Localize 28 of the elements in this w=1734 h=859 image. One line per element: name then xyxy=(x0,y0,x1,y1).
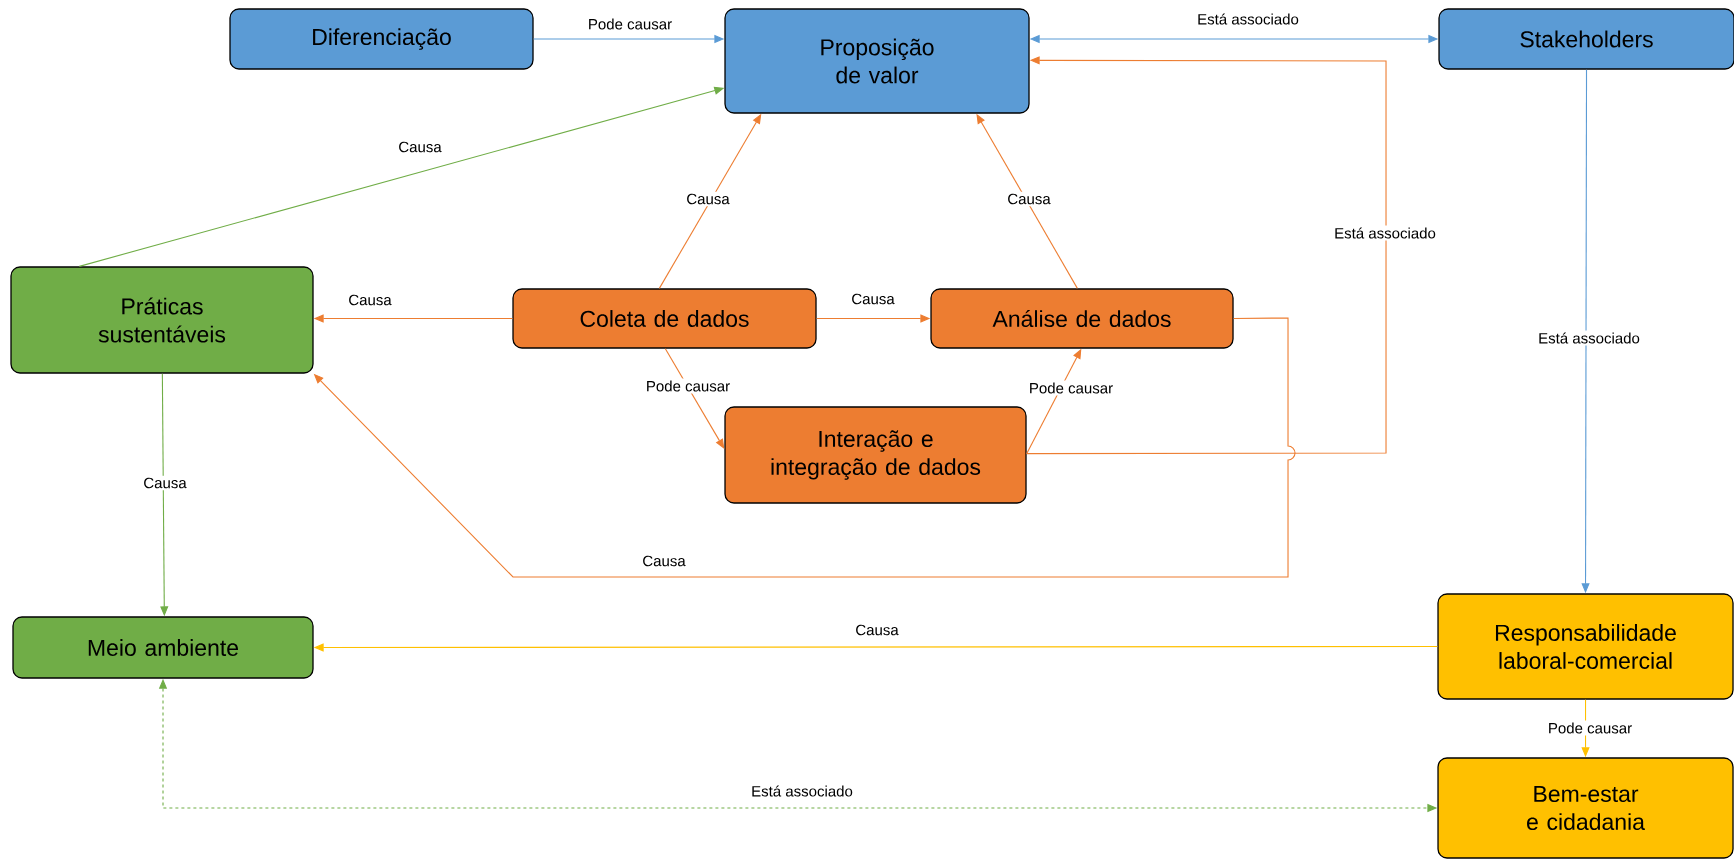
process-box: Stakeholders xyxy=(1438,8,1734,70)
process-box: Práticas sustentáveis xyxy=(10,266,314,374)
edge-label: Está associado xyxy=(749,783,855,799)
edge-label: Causa xyxy=(1005,191,1053,207)
edge-label: Está associado xyxy=(1536,330,1642,346)
edge-label: Causa xyxy=(141,475,189,491)
edge-label: Pode causar xyxy=(1026,380,1116,396)
process-box: Meio ambiente xyxy=(12,616,314,679)
edge-label: Está associado xyxy=(1195,11,1301,27)
edge-label: Causa xyxy=(346,292,394,308)
process-box: Análise de dados xyxy=(930,288,1234,349)
process-box: Diferenciação xyxy=(229,8,534,70)
edge-label: Pode causar xyxy=(585,16,675,32)
edge-label: Causa xyxy=(849,291,897,307)
edge-label: Causa xyxy=(396,139,444,155)
edge-label: Causa xyxy=(640,553,688,569)
arrow xyxy=(1026,56,1387,455)
process-box: Bem-estar e cidadania xyxy=(1437,757,1734,859)
edge-label: Causa xyxy=(684,191,732,207)
arrow xyxy=(664,348,725,449)
process-box: Proposição de valor xyxy=(724,8,1030,114)
edge-label: Está associado xyxy=(1332,225,1438,241)
process-box: Coleta de dados xyxy=(512,288,817,349)
edge-label: Pode causar xyxy=(1545,720,1635,736)
edge-label: Causa xyxy=(853,622,901,638)
process-box: Responsabilidade laboral-comercial xyxy=(1437,593,1734,700)
edge-label: Pode causar xyxy=(643,378,733,394)
process-box: Interação e integração de dados xyxy=(724,406,1027,504)
